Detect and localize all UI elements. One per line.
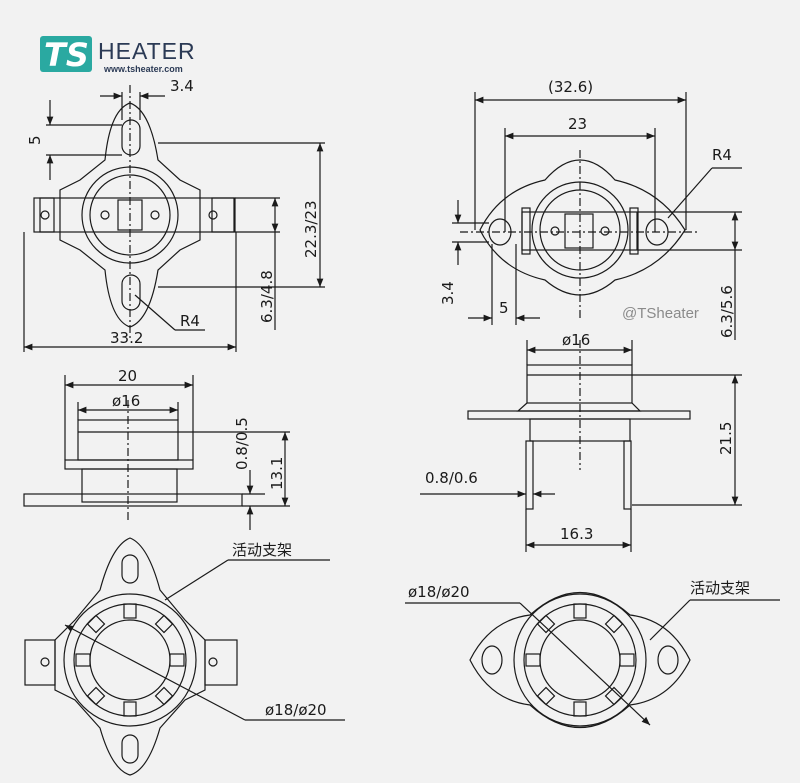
left-bottom-hole-right (208, 657, 218, 667)
left-top-slot-upper (121, 119, 141, 156)
dim-left-pin-offset: 6.3/4.8 (258, 270, 276, 323)
right-bottom-view (405, 591, 780, 729)
dim-right-thickness: 0.8/0.6 (425, 469, 478, 487)
dim-left-tab-width: 3.4 (170, 77, 194, 95)
right-top-pin (600, 226, 610, 236)
right-side-view (420, 340, 742, 552)
right-top-center-block (564, 213, 594, 249)
left-bottom-clip (123, 603, 137, 619)
right-side-cap (526, 364, 633, 404)
right-side-pin-left (525, 440, 534, 510)
dim-left-slot: 5 (26, 135, 44, 145)
dim-left-width: 33.2 (110, 329, 143, 347)
dim-right-tab: 3.4 (439, 281, 457, 305)
right-bottom-clip (525, 653, 541, 667)
right-bottom-clip (573, 701, 587, 717)
left-bottom-slot-upper (121, 554, 139, 584)
leader-line (134, 294, 176, 331)
right-side-pin-right (623, 440, 632, 510)
right-side-flange (467, 410, 691, 420)
left-bottom-bracket (54, 537, 206, 776)
dim-left-body-dia: ø18/ø20 (265, 701, 327, 719)
right-bottom-clip (604, 686, 624, 706)
right-bottom-clip (619, 653, 635, 667)
dim-right-height: 21.5 (717, 422, 735, 455)
dim-right-hole-pitch: 23 (568, 115, 587, 133)
left-bottom-terminal-right (204, 639, 238, 686)
leader-line (667, 167, 713, 219)
left-bottom-core (89, 619, 171, 701)
right-top-pin (550, 226, 560, 236)
logo-mark-bg (40, 36, 92, 72)
label-left-bracket: 活动支架 (232, 541, 292, 559)
left-top-body-inner (89, 174, 171, 256)
left-bottom-clip (169, 653, 185, 667)
left-top-slot-lower (121, 274, 141, 311)
logo-url: www.tsheater.com (103, 64, 183, 74)
left-top-terminal-bar (39, 197, 236, 233)
radius-right: R4 (712, 146, 732, 164)
left-bottom-slot-lower (121, 734, 139, 764)
radius-left: R4 (180, 312, 200, 330)
left-side-terminal (23, 493, 243, 507)
right-bottom-clip (573, 603, 587, 619)
right-top-terminal-right (629, 207, 639, 255)
right-bottom-clip (536, 686, 556, 706)
left-top-terminal-right (211, 197, 235, 233)
right-bottom-clip (604, 614, 624, 634)
dim-left-flange: 20 (118, 367, 137, 385)
left-bottom-view (24, 537, 345, 776)
left-top-hole-2 (100, 210, 110, 220)
left-top-hole-3 (150, 210, 160, 220)
leader-line (164, 559, 229, 601)
left-bottom-clip (86, 614, 106, 634)
left-side-flange (64, 459, 194, 470)
right-bottom-bracket (469, 591, 691, 729)
left-top-hole-1 (40, 210, 50, 220)
diameter-line (64, 624, 246, 721)
dim-right-pin-span: 16.3 (560, 525, 593, 543)
left-bottom-clip (75, 653, 91, 667)
logo-name: HEATER (98, 38, 196, 64)
left-top-terminal-left (33, 197, 55, 233)
left-bottom-terminal-left (24, 639, 56, 686)
dim-right-overall: (32.6) (548, 78, 593, 96)
right-top-view (452, 92, 742, 340)
left-bottom-body-outer (63, 593, 197, 727)
label-right-bracket: 活动支架 (690, 579, 750, 597)
dim-right-slot: 5 (499, 299, 509, 317)
right-bottom-hole-right (657, 645, 679, 675)
leader-line (649, 599, 691, 641)
logo-mark: TS (44, 36, 89, 74)
right-top-bracket (479, 159, 686, 296)
diameter-line (519, 602, 651, 726)
left-bottom-clip (123, 701, 137, 717)
right-side-body (516, 402, 642, 412)
dim-left-cap-dia: ø16 (112, 392, 140, 410)
left-bottom-clip (86, 686, 106, 706)
right-bottom-hole-left (481, 645, 503, 675)
left-bottom-clip (154, 614, 174, 634)
dim-right-pin-offset: 6.3/5.6 (718, 285, 736, 338)
brand-logo: TS HEATER www.tsheater.com (40, 36, 196, 74)
dim-left-side-height: 13.1 (268, 457, 286, 490)
left-bottom-clip (154, 686, 174, 706)
right-bottom-clip (536, 614, 556, 634)
dim-right-body-dia: ø18/ø20 (408, 583, 470, 601)
right-top-terminal-left (521, 207, 531, 255)
dim-left-height: 22.3/23 (302, 200, 320, 258)
right-bottom-body-outer (513, 593, 647, 727)
dim-left-thickness: 0.8/0.5 (233, 417, 251, 470)
left-side-base (81, 468, 178, 503)
dim-right-cap-dia: ø16 (562, 331, 590, 349)
left-top-view (23, 85, 325, 352)
left-top-hole-4 (208, 210, 218, 220)
left-top-bracket (59, 102, 201, 328)
left-bottom-hole-left (40, 657, 50, 667)
left-side-view (23, 375, 290, 530)
watermark: @TSheater (622, 305, 699, 322)
